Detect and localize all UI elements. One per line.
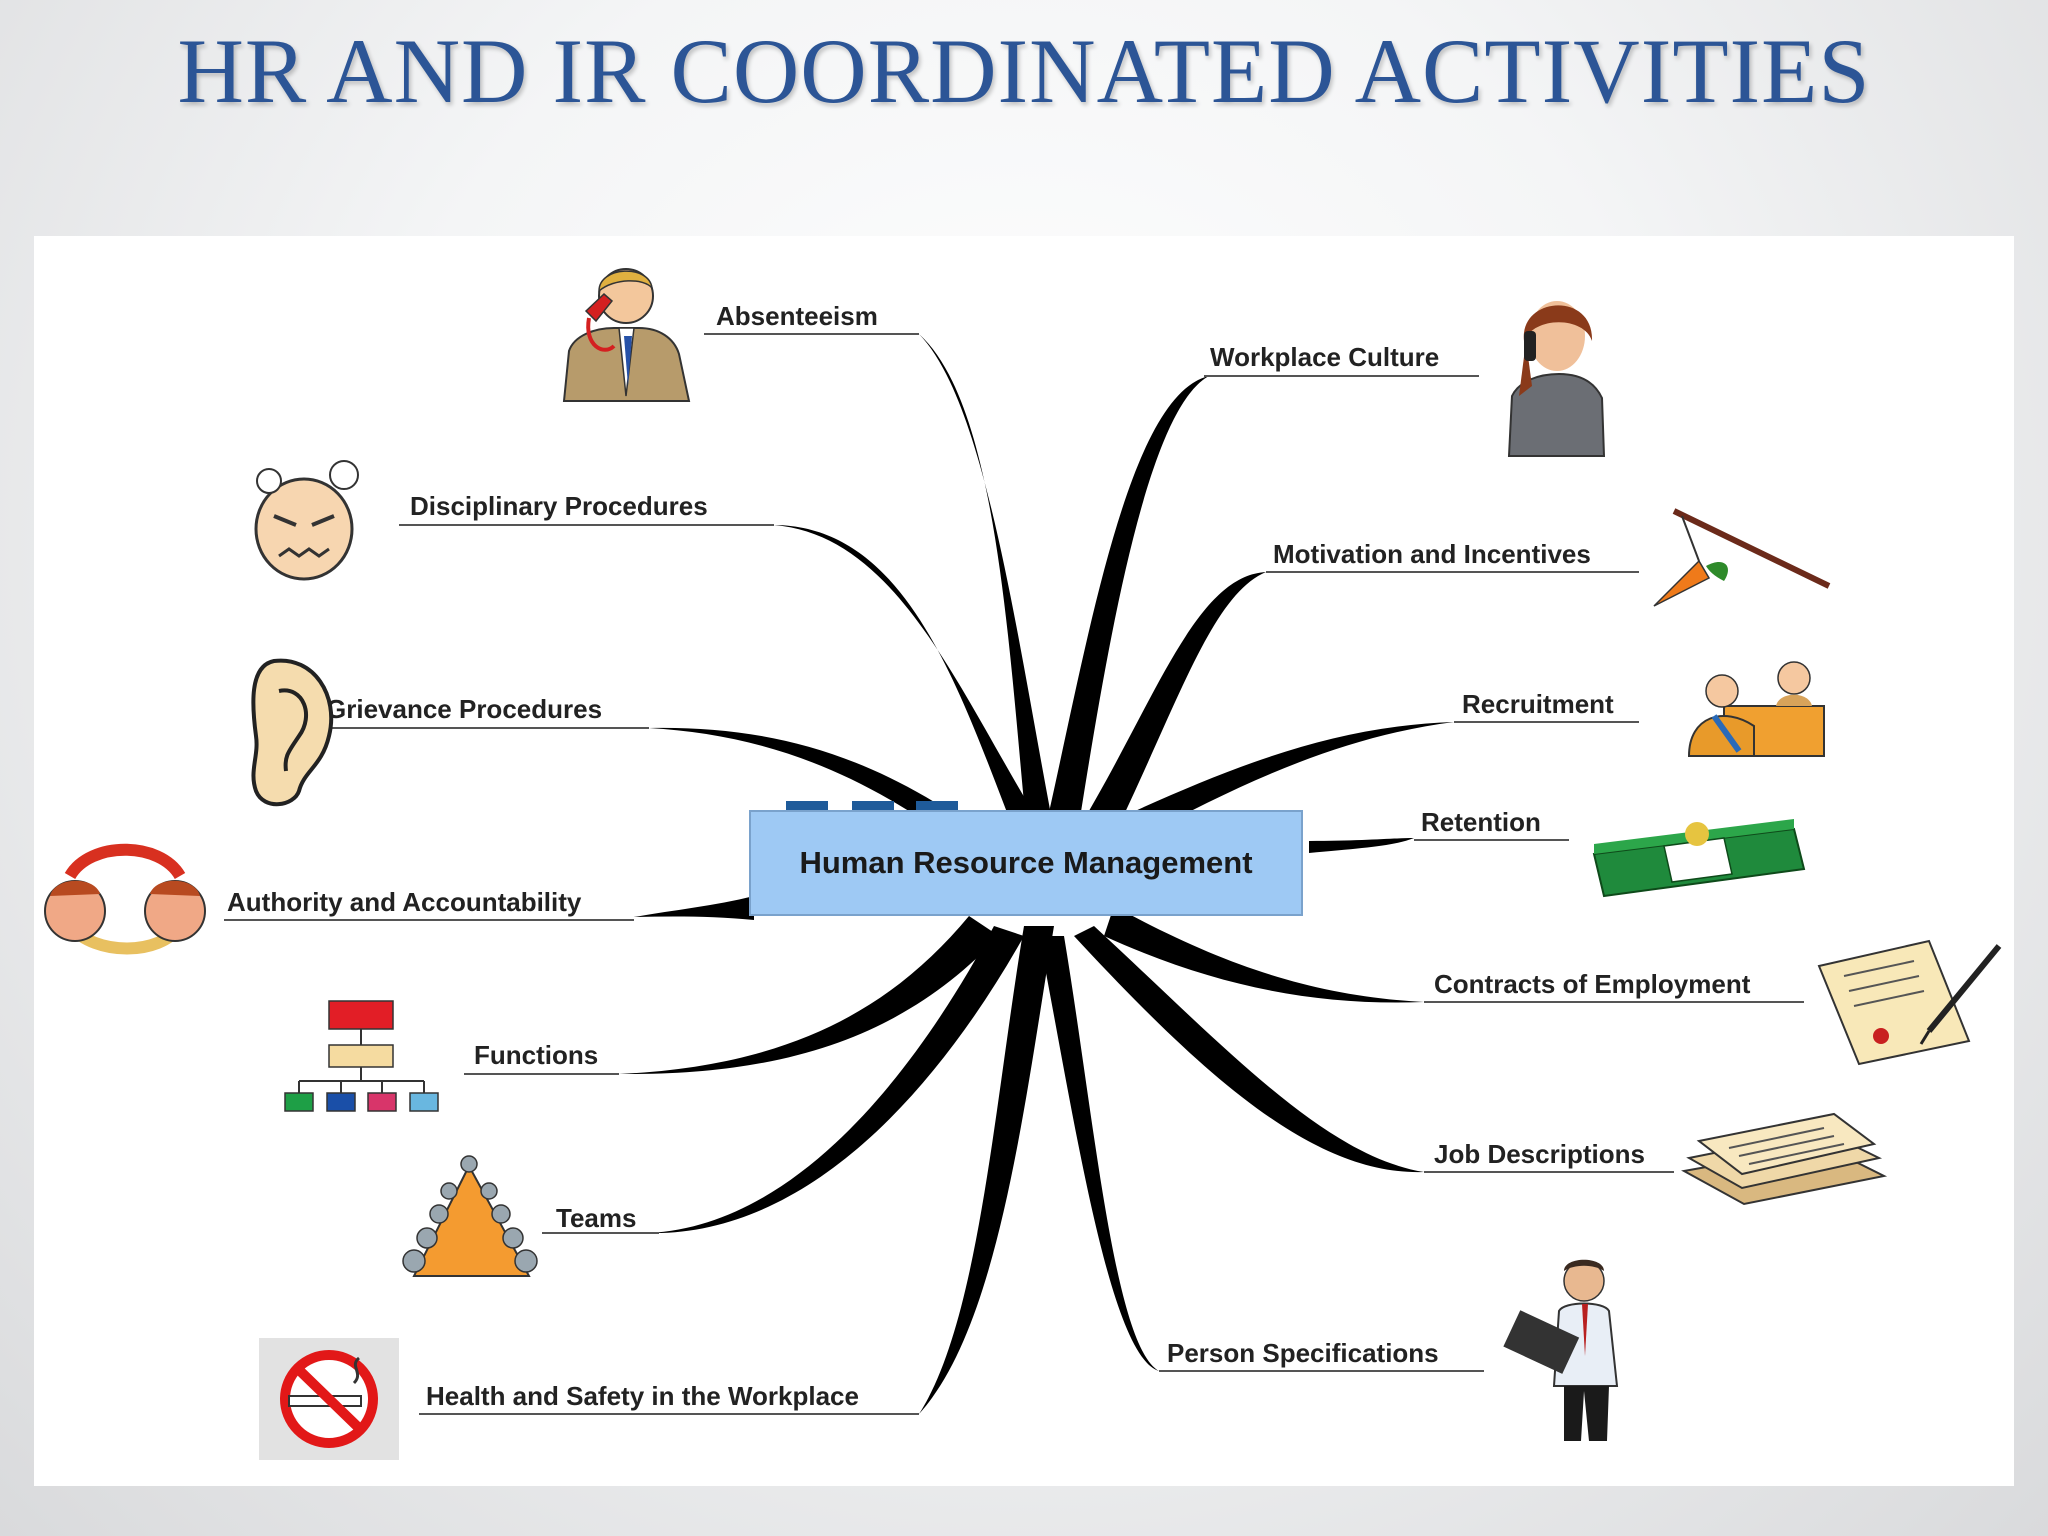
org-chart-icon bbox=[284, 1000, 439, 1112]
mind-map: Human Resource Management Absenteeism Di… bbox=[44, 268, 2002, 1460]
branch-label-retention: Retention bbox=[1421, 807, 1541, 837]
mind-map-panel: Human Resource Management Absenteeism Di… bbox=[34, 236, 2014, 1486]
spike-job-descriptions bbox=[1074, 926, 1424, 1173]
branch-labels-right: Workplace Culture Motivation and Incenti… bbox=[1167, 342, 1751, 1368]
exchange-faces-icon bbox=[44, 843, 206, 955]
branch-label-motivation-and-incentives: Motivation and Incentives bbox=[1273, 539, 1591, 569]
carrot-on-stick-icon bbox=[1653, 508, 1831, 607]
paper-stack-icon bbox=[1681, 1112, 1888, 1206]
spike-teams bbox=[649, 926, 1024, 1234]
spike-absenteeism bbox=[919, 334, 1059, 856]
branch-label-absenteeism: Absenteeism bbox=[716, 301, 878, 331]
woman-on-phone-icon bbox=[1507, 301, 1606, 457]
interview-desk-icon bbox=[1687, 661, 1825, 757]
man-with-laptop-icon bbox=[1503, 1259, 1619, 1441]
branch-label-functions: Functions bbox=[474, 1040, 598, 1070]
no-smoking-icon bbox=[259, 1338, 399, 1460]
angry-face-icon bbox=[254, 460, 359, 581]
branch-label-teams: Teams bbox=[556, 1203, 636, 1233]
branch-label-health-and-safety: Health and Safety in the Workplace bbox=[426, 1381, 859, 1411]
branch-label-person-specifications: Person Specifications bbox=[1167, 1338, 1439, 1368]
meeting-table-icon bbox=[402, 1155, 538, 1277]
money-stack-icon bbox=[1592, 819, 1806, 898]
spike-authority bbox=[634, 896, 754, 920]
label-underlines bbox=[224, 333, 1804, 1415]
spike-workplace-culture bbox=[1039, 376, 1209, 856]
branch-labels-left: Absenteeism Disciplinary Procedures Grie… bbox=[227, 301, 878, 1411]
spike-retention bbox=[1309, 838, 1414, 853]
spike-person-specs bbox=[1039, 936, 1159, 1371]
spike-motivation bbox=[1074, 572, 1266, 856]
branch-label-contracts-of-employment: Contracts of Employment bbox=[1434, 969, 1751, 999]
spike-functions bbox=[619, 916, 999, 1075]
slide-title: HR AND IR COORDINATED ACTIVITIES bbox=[177, 20, 1871, 122]
spike-contracts bbox=[1104, 906, 1424, 1003]
central-node-box bbox=[749, 810, 1303, 916]
ear-icon bbox=[251, 658, 334, 807]
central-node[interactable]: Human Resource Management bbox=[749, 801, 1303, 916]
branch-label-job-descriptions: Job Descriptions bbox=[1434, 1139, 1645, 1169]
branch-label-grievance-procedures: Grievance Procedures bbox=[326, 694, 602, 724]
spike-health bbox=[919, 926, 1054, 1414]
branch-label-disciplinary-procedures: Disciplinary Procedures bbox=[410, 491, 708, 521]
phone-caller-icon bbox=[562, 268, 691, 402]
branch-label-recruitment: Recruitment bbox=[1462, 689, 1614, 719]
spike-grievance bbox=[649, 727, 964, 846]
branch-label-authority-and-accountability: Authority and Accountability bbox=[227, 887, 582, 917]
branch-label-workplace-culture: Workplace Culture bbox=[1210, 342, 1439, 372]
central-node-label: Human Resource Management bbox=[799, 845, 1252, 880]
signed-contract-icon bbox=[1817, 939, 2002, 1066]
